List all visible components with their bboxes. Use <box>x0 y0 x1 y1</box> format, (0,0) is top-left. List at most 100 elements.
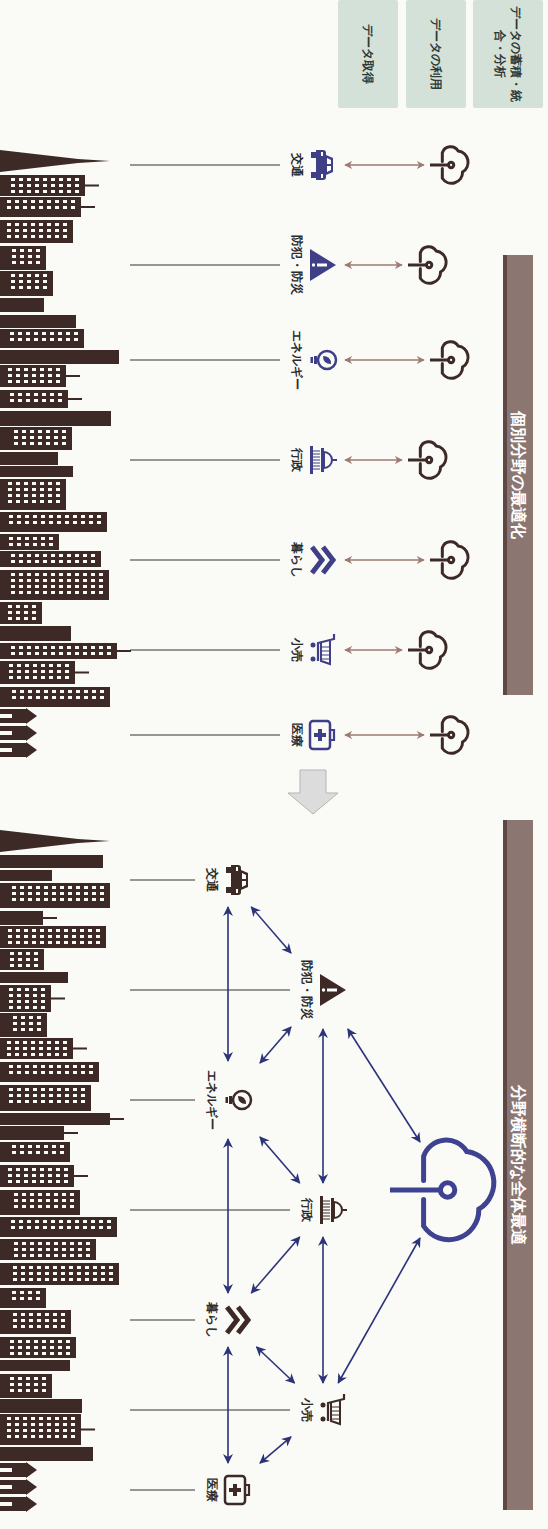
skyline-silhouette <box>35 280 39 283</box>
skyline-silhouette <box>77 1278 81 1281</box>
skyline-silhouette <box>33 1088 37 1091</box>
skyline-silhouette <box>29 1313 33 1316</box>
cloud-icon <box>430 342 468 379</box>
connector-arrow <box>322 1029 324 1183</box>
skyline-silhouette <box>107 1220 111 1223</box>
skyline-silhouette <box>0 365 66 387</box>
skyline-silhouette <box>25 1094 29 1097</box>
drop-line <box>130 880 195 881</box>
domain-icon <box>225 1476 245 1504</box>
skyline-silhouette <box>32 935 36 938</box>
skyline-silhouette <box>27 579 31 582</box>
skyline-silhouette <box>7 206 11 209</box>
skyline-silhouette <box>43 591 47 594</box>
skyline-silhouette <box>101 1272 105 1275</box>
skyline-silhouette <box>42 1389 46 1392</box>
connector-arrow <box>251 1237 299 1293</box>
data-flow-arrow <box>345 459 402 460</box>
skyline-silhouette <box>15 1041 19 1044</box>
skyline-silhouette <box>81 515 85 518</box>
skyline-silhouette <box>78 1242 82 1245</box>
skyline-silhouette <box>34 1352 38 1355</box>
skyline-silhouette <box>59 591 63 594</box>
skyline-silhouette <box>15 206 19 209</box>
skyline-silhouette <box>26 952 30 955</box>
skyline-silhouette <box>96 941 100 944</box>
skyline-silhouette <box>17 1000 21 1003</box>
skyline-silhouette <box>18 1340 22 1343</box>
skyline-silhouette <box>57 1071 61 1074</box>
skyline-silhouette <box>36 255 40 258</box>
skyline-silhouette <box>30 1254 34 1257</box>
skyline-silhouette <box>51 591 55 594</box>
skyline-silhouette <box>58 338 62 341</box>
skyline-silhouette <box>93 1266 97 1269</box>
skyline-silhouette <box>16 1180 20 1183</box>
skyline-silhouette <box>31 1423 35 1426</box>
skyline-silhouette <box>8 482 12 485</box>
skyline-silhouette <box>35 190 39 193</box>
skyline-silhouette <box>42 1346 46 1349</box>
skyline-silhouette <box>67 190 71 193</box>
domain-icon <box>317 264 327 267</box>
skyline-silhouette <box>66 1340 70 1343</box>
skyline-silhouette <box>64 1168 68 1171</box>
skyline-silhouette <box>68 690 72 693</box>
skyline-silhouette <box>10 393 14 396</box>
skyline-silhouette <box>50 393 54 396</box>
skyline-silhouette <box>72 935 76 938</box>
skyline-silhouette <box>19 591 23 594</box>
skyline-silhouette <box>40 374 44 377</box>
skyline-silhouette <box>18 1346 22 1349</box>
skyline-silhouette <box>15 200 19 203</box>
skyline-silhouette <box>28 892 32 895</box>
cloud-icon <box>390 1140 494 1240</box>
skyline-silhouette <box>52 696 56 699</box>
skyline-silhouette <box>30 1199 34 1202</box>
skyline-silhouette <box>100 696 104 699</box>
skyline-silhouette <box>69 1278 73 1281</box>
skyline-silhouette <box>11 652 15 655</box>
domain-icon <box>226 887 231 893</box>
skyline-silhouette <box>0 452 58 465</box>
skyline-silhouette <box>41 1006 45 1009</box>
drop-line <box>130 165 280 166</box>
skyline-silhouette <box>61 1319 65 1322</box>
skyline-silhouette <box>0 1126 64 1140</box>
skyline-silhouette <box>40 929 44 932</box>
skyline-silhouette <box>40 1180 44 1183</box>
skyline-silhouette <box>39 229 43 232</box>
skyline-silhouette <box>10 399 14 402</box>
skyline-silhouette <box>22 1248 26 1251</box>
skyline-silhouette <box>0 1480 26 1494</box>
skyline-silhouette <box>40 488 44 491</box>
skyline-silhouette <box>41 515 45 518</box>
data-flow-arrow <box>345 359 424 360</box>
skyline-silhouette <box>32 617 36 620</box>
domain-icon <box>236 867 238 871</box>
skyline-silhouette <box>0 220 73 243</box>
skyline-silhouette <box>0 1038 73 1059</box>
skyline-silhouette <box>0 709 26 723</box>
skyline-silhouette <box>48 941 52 944</box>
skyline-silhouette <box>32 941 36 944</box>
skyline-silhouette <box>53 1313 57 1316</box>
skyline-silhouette <box>51 1220 55 1223</box>
skyline-silhouette <box>35 585 39 588</box>
skyline-silhouette <box>20 249 24 252</box>
skyline-silhouette <box>86 1248 90 1251</box>
skyline-silhouette <box>59 178 63 181</box>
skyline-silhouette <box>37 1022 41 1025</box>
skyline-silhouette <box>54 1248 58 1251</box>
skyline-silhouette <box>34 338 38 341</box>
skyline-silhouette <box>14 1193 18 1196</box>
domain-node: 行政 <box>296 1188 350 1232</box>
skyline-silhouette <box>21 1313 25 1316</box>
skyline-silhouette <box>53 1278 57 1281</box>
row-label-text: データの蓄積・統合・分析 <box>492 6 524 102</box>
skyline-silhouette <box>20 1297 24 1300</box>
cloud-icon <box>408 632 446 669</box>
skyline-silhouette <box>11 591 15 594</box>
skyline-silhouette <box>70 1199 74 1202</box>
skyline-silhouette <box>63 206 67 209</box>
